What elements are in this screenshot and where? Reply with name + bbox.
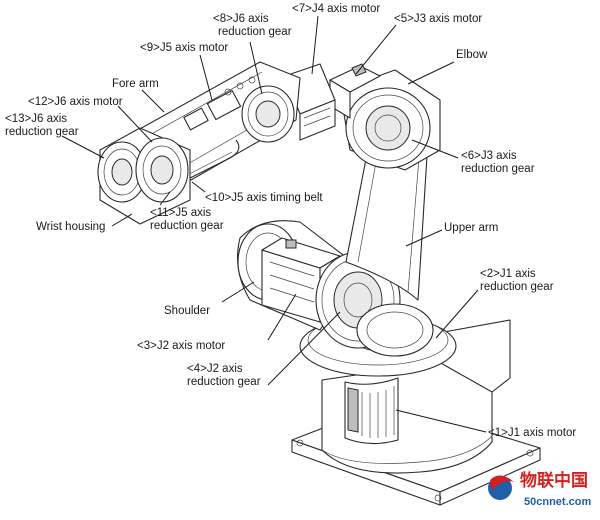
label-fore-arm: Fore arm (112, 78, 159, 90)
label-elbow: Elbow (456, 49, 488, 61)
watermark-cn-text: 物联中国 (520, 470, 588, 491)
j6-reduction-gear-upper (241, 85, 295, 143)
label-j5-motor: <9>J5 axis motor (140, 42, 228, 54)
label-j6-reduction-gear-2: <13>J6 axis reduction gear (5, 113, 79, 138)
leader-j6-reduction-gear-2 (61, 135, 105, 159)
label-wrist-housing: Wrist housing (36, 221, 105, 233)
label-j3-motor: <5>J3 axis motor (394, 13, 482, 25)
leader-j6-reduction-gear (249, 41, 263, 95)
label-j1-reduction-gear: <2>J1 axis reduction gear (480, 268, 554, 293)
label-shoulder: Shoulder (164, 305, 210, 317)
label-j2-motor: <3>J2 axis motor (137, 340, 225, 352)
label-j3-reduction-gear: <6>J3 axis reduction gear (461, 150, 535, 175)
wrist-housing (97, 127, 191, 225)
leader-j5-reduction-gear (159, 191, 171, 206)
j3-motor (329, 63, 381, 119)
leader-j5-motor (199, 54, 213, 101)
leader-j6-motor (117, 105, 153, 143)
leader-upper-arm (405, 229, 443, 247)
leader-j4-motor (311, 15, 319, 75)
label-j5-reduction-gear: <11>J5 axis reduction gear (150, 207, 224, 232)
watermark: 物联中国 50cnnet.com (488, 470, 591, 508)
leader-shoulder (221, 281, 255, 303)
elbow (339, 69, 441, 171)
leader-j1-reduction-gear (435, 289, 479, 339)
label-j5-timing-belt: <10>J5 axis timing belt (205, 192, 323, 204)
leader-j3-reduction-gear (411, 139, 459, 159)
label-j6-reduction-gear: <8>J6 axis reduction gear (213, 13, 292, 38)
label-j4-motor: <7>J4 axis motor (292, 3, 380, 15)
leader-wrist-housing (111, 213, 133, 227)
j1-motor (344, 377, 399, 445)
label-j6-motor: <12>J6 axis motor (28, 96, 123, 108)
watermark-swoosh-icon (490, 475, 514, 490)
leader-fore-arm (141, 89, 165, 113)
leader-j3-motor (355, 24, 397, 75)
label-j1-motor: <1>J1 axis motor (488, 427, 576, 439)
leader-j5-timing-belt (191, 181, 206, 193)
leader-j1-motor (395, 409, 487, 433)
label-j2-reduction-gear: <4>J2 axis reduction gear (187, 363, 261, 388)
leader-elbow (407, 61, 455, 85)
leader-j2-motor (267, 293, 297, 341)
label-upper-arm: Upper arm (444, 222, 498, 234)
leader-j2-reduction-gear (267, 311, 341, 386)
watermark-url-text: 50cnnet.com (524, 496, 591, 508)
